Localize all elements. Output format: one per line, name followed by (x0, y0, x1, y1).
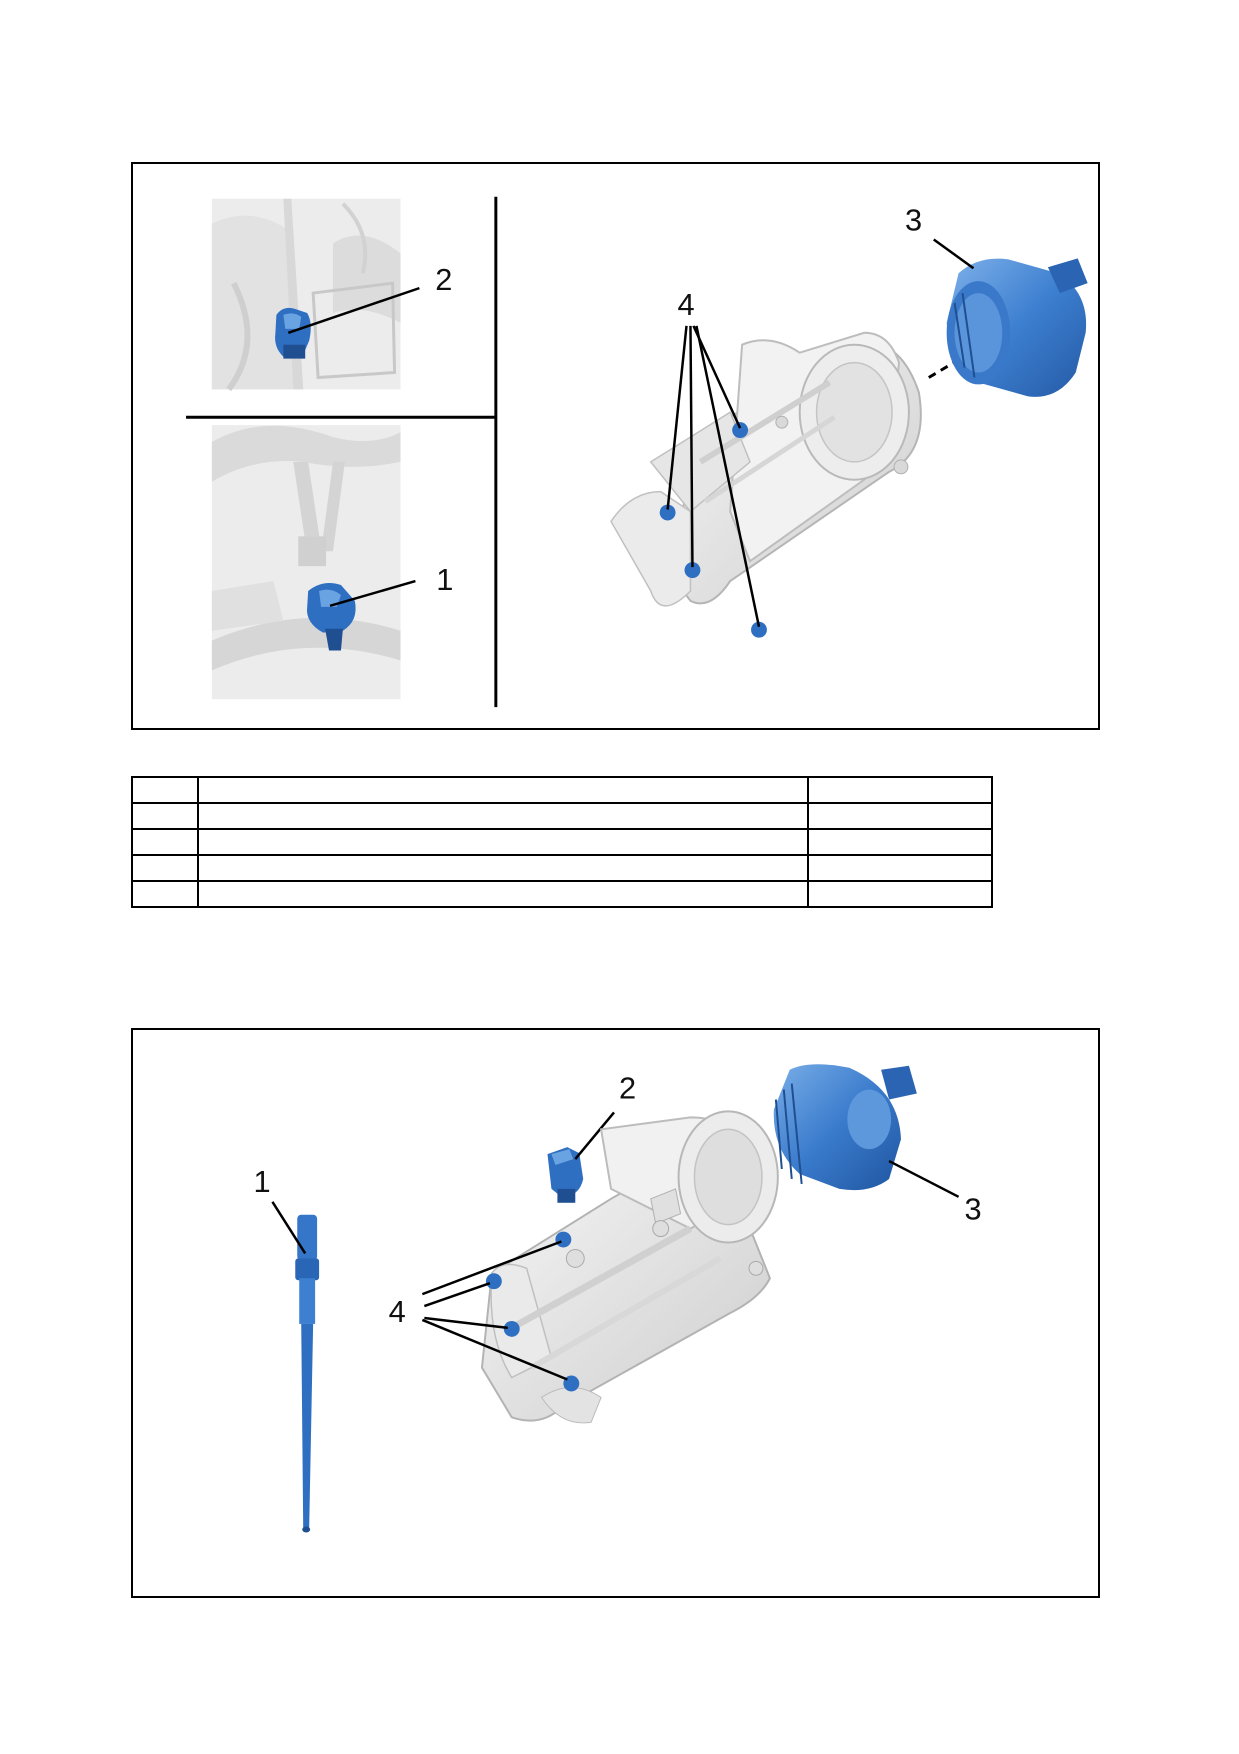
callout-label: 3 (965, 1192, 982, 1227)
callout-label: 1 (254, 1164, 271, 1199)
table-cell (807, 776, 993, 804)
table-cell (807, 854, 993, 882)
callout-label: 2 (435, 262, 452, 297)
table-cell (131, 854, 199, 882)
callout-2-top: 2 (287, 262, 452, 334)
figure-bottom: 1 2 (131, 1028, 1100, 1598)
table-cell (197, 828, 809, 856)
callout-3-bottom: 3 (888, 1159, 982, 1227)
engine-photo-lower (211, 425, 401, 700)
callout-3-top: 3 (905, 203, 975, 270)
part-1-sensor-mounted (306, 583, 356, 651)
callout-label: 2 (619, 1071, 636, 1106)
table-row (131, 854, 993, 882)
callout-label: 3 (905, 203, 922, 238)
callout-label: 1 (436, 562, 453, 597)
callout-label: 4 (389, 1294, 406, 1329)
figure-top: 2 1 4 (131, 162, 1100, 730)
callout-1-bottom: 1 (254, 1164, 307, 1255)
part-2-sensor (547, 1147, 584, 1203)
part-1-dipstick (295, 1214, 320, 1533)
table-cell (197, 880, 809, 908)
table-cell (197, 854, 809, 882)
engine-photo-upper (211, 198, 401, 392)
table-cell (131, 880, 199, 908)
table-row (131, 802, 993, 830)
callout-label: 4 (678, 287, 695, 322)
callout-4-bottom: 4 (389, 1240, 568, 1381)
table-cell (807, 802, 993, 830)
legend-table (131, 776, 993, 908)
figure-top-illustration: 2 1 4 (186, 196, 1088, 708)
oil-filter-housing-top (610, 331, 922, 607)
table-row (131, 828, 993, 856)
table-cell (197, 802, 809, 830)
table-row (131, 880, 993, 908)
callout-4-top: 4 (666, 287, 761, 627)
table-row (131, 776, 993, 804)
table-cell (807, 828, 993, 856)
bolts-4-top (659, 422, 767, 638)
figure-bottom-illustration: 1 2 (254, 1064, 982, 1533)
part-3-filter-cap-bottom (773, 1064, 917, 1191)
table-cell (131, 776, 199, 804)
table-cell (197, 776, 809, 804)
callout-2-bottom: 2 (574, 1071, 636, 1160)
table-cell (131, 828, 199, 856)
oil-filter-housing-bottom (480, 1110, 779, 1424)
table-cell (807, 880, 993, 908)
table-cell (131, 802, 199, 830)
part-3-filter-cap-top (946, 258, 1088, 397)
callout-1-top: 1 (329, 562, 453, 608)
